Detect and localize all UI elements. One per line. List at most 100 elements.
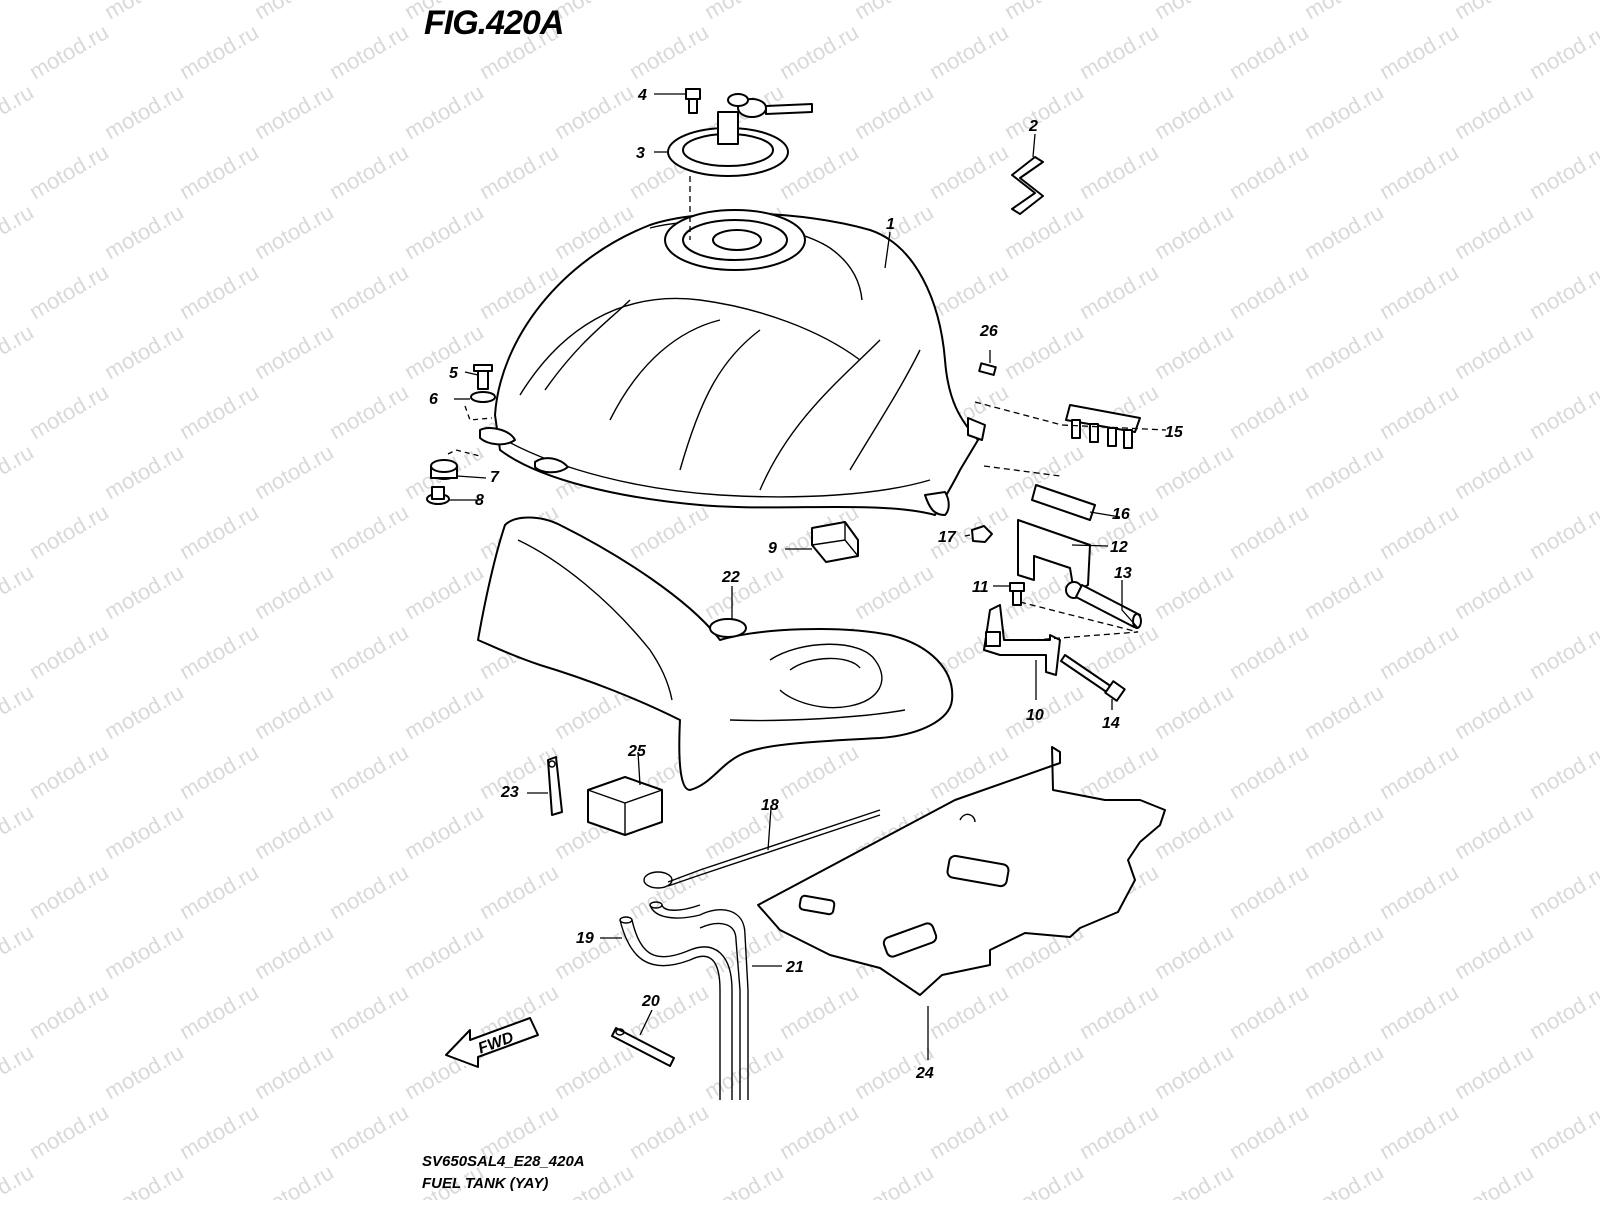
watermark-text: motod.ru (1150, 679, 1238, 744)
watermark-text: motod.ru (775, 739, 863, 804)
watermark-text: motod.ru (850, 559, 938, 624)
watermark-text: motod.ru (1375, 259, 1463, 324)
callout-10: 10 (1026, 707, 1044, 724)
clip-20-part (611, 1027, 675, 1067)
watermark-text: motod.ru (700, 0, 788, 24)
watermark-text: motod.ru (0, 79, 38, 144)
watermark-text: motod.ru (250, 799, 338, 864)
callout-9: 9 (768, 540, 777, 557)
watermark-text: motod.ru (1375, 619, 1463, 684)
bolt-11-part (1009, 582, 1025, 606)
watermark-text: motod.ru (175, 379, 263, 444)
watermark-text: motod.ru (100, 319, 188, 384)
watermark-text: motod.ru (25, 859, 113, 924)
watermark-text: motod.ru (0, 679, 38, 744)
watermark-text: motod.ru (1300, 0, 1388, 24)
watermark-text: motod.ru (925, 1099, 1013, 1164)
watermark-text: motod.ru (100, 559, 188, 624)
callout-21: 21 (785, 959, 804, 976)
watermark-text: motod.ru (700, 1039, 788, 1104)
callout-labels: 4 3 2 1 5 6 7 8 26 15 16 12 17 13 11 10 … (429, 87, 1184, 1082)
watermark-text: motod.ru (1225, 499, 1313, 564)
watermark-text: motod.ru (1375, 739, 1463, 804)
watermark-text: motod.ru (1525, 259, 1600, 324)
watermark-text: motod.ru (1450, 319, 1538, 384)
watermark-text: motod.ru (1450, 799, 1538, 864)
callout-17: 17 (938, 529, 957, 546)
watermark-text: motod.ru (175, 619, 263, 684)
callout-5: 5 (449, 365, 459, 382)
watermark-text: motod.ru (1450, 439, 1538, 504)
watermark-text: motod.ru (1525, 499, 1600, 564)
watermark-text: motod.ru (400, 679, 488, 744)
watermark-text: motod.ru (775, 1099, 863, 1164)
watermark-text: motod.ru (1225, 859, 1313, 924)
watermark-text: motod.ru (325, 259, 413, 324)
callout-24: 24 (915, 1065, 934, 1082)
cushion-26-part (978, 362, 997, 376)
watermark-text: motod.ru (25, 139, 113, 204)
watermark-text: motod.ru (1375, 139, 1463, 204)
watermark-text: motod.ru (850, 1159, 938, 1200)
watermark-text: motod.ru (1525, 379, 1600, 444)
watermark-text: motod.ru (100, 79, 188, 144)
watermark-text: motod.ru (325, 739, 413, 804)
callout-3: 3 (636, 145, 645, 162)
watermark-text: motod.ru (100, 1039, 188, 1104)
pipe-13-part (1075, 584, 1142, 629)
watermark-text: motod.ru (1000, 79, 1088, 144)
figure-subtitle: FUEL TANK (YAY) (422, 1175, 549, 1192)
watermark-text: motod.ru (475, 139, 563, 204)
watermark-text: motod.ru (1150, 199, 1238, 264)
watermark-text: motod.ru (1525, 859, 1600, 924)
watermark-text: motod.ru (550, 919, 638, 984)
watermark-text: motod.ru (250, 919, 338, 984)
watermark-text: motod.ru (1075, 739, 1163, 804)
watermark-text: motod.ru (250, 559, 338, 624)
callout-18: 18 (761, 797, 779, 814)
watermark-text: motod.ru (25, 739, 113, 804)
fuel-cap-part (667, 93, 813, 177)
watermark-text: motod.ru (1150, 0, 1238, 24)
watermark-text: motod.ru (625, 499, 713, 564)
watermark-text: motod.ru (0, 319, 38, 384)
watermark-text: motod.ru (1150, 1159, 1238, 1200)
watermark-text: motod.ru (1075, 139, 1163, 204)
watermark-text: motod.ru (925, 259, 1013, 324)
watermark-text: motod.ru (1150, 439, 1238, 504)
watermark-text: motod.ru (325, 1099, 413, 1164)
watermark-text: motod.ru (1300, 679, 1388, 744)
watermark-text: motod.ru (175, 19, 263, 84)
hose-21-part (699, 909, 749, 1100)
watermark-text: motod.ru (25, 499, 113, 564)
watermark-text: motod.ru (400, 199, 488, 264)
watermark-text: motod.ru (250, 679, 338, 744)
bolt-4-part (685, 88, 701, 114)
callout-19: 19 (576, 930, 594, 947)
watermark-text: motod.ru (1225, 739, 1313, 804)
watermark-text: motod.ru (100, 439, 188, 504)
watermark-text: motod.ru (400, 919, 488, 984)
callout-13: 13 (1114, 565, 1132, 582)
watermark-text: motod.ru (1000, 1039, 1088, 1104)
callout-4: 4 (637, 87, 647, 104)
callout-7: 7 (490, 469, 500, 486)
bolt-5-part (473, 364, 493, 390)
watermark-text: motod.ru (475, 859, 563, 924)
wire-18-part (643, 809, 881, 889)
watermark-text: motod.ru (25, 379, 113, 444)
watermark-text: motod.ru (325, 619, 413, 684)
watermark-text: motod.ru (1075, 1099, 1163, 1164)
watermark-text: motod.ru (1150, 1039, 1238, 1104)
watermark-text: motod.ru (1450, 0, 1538, 24)
watermark-text: motod.ru (25, 19, 113, 84)
lower-cover-part (477, 516, 954, 791)
watermark-text: motod.ru (700, 1159, 788, 1200)
watermark-text: motod.ru (100, 679, 188, 744)
hose-19-part (619, 901, 733, 1100)
watermark-text: motod.ru (1150, 319, 1238, 384)
watermark-text: motod.ru (1450, 199, 1538, 264)
callout-1: 1 (886, 216, 895, 233)
watermark-text: motod.ru (1300, 919, 1388, 984)
watermark-text: motod.ru (250, 0, 338, 24)
